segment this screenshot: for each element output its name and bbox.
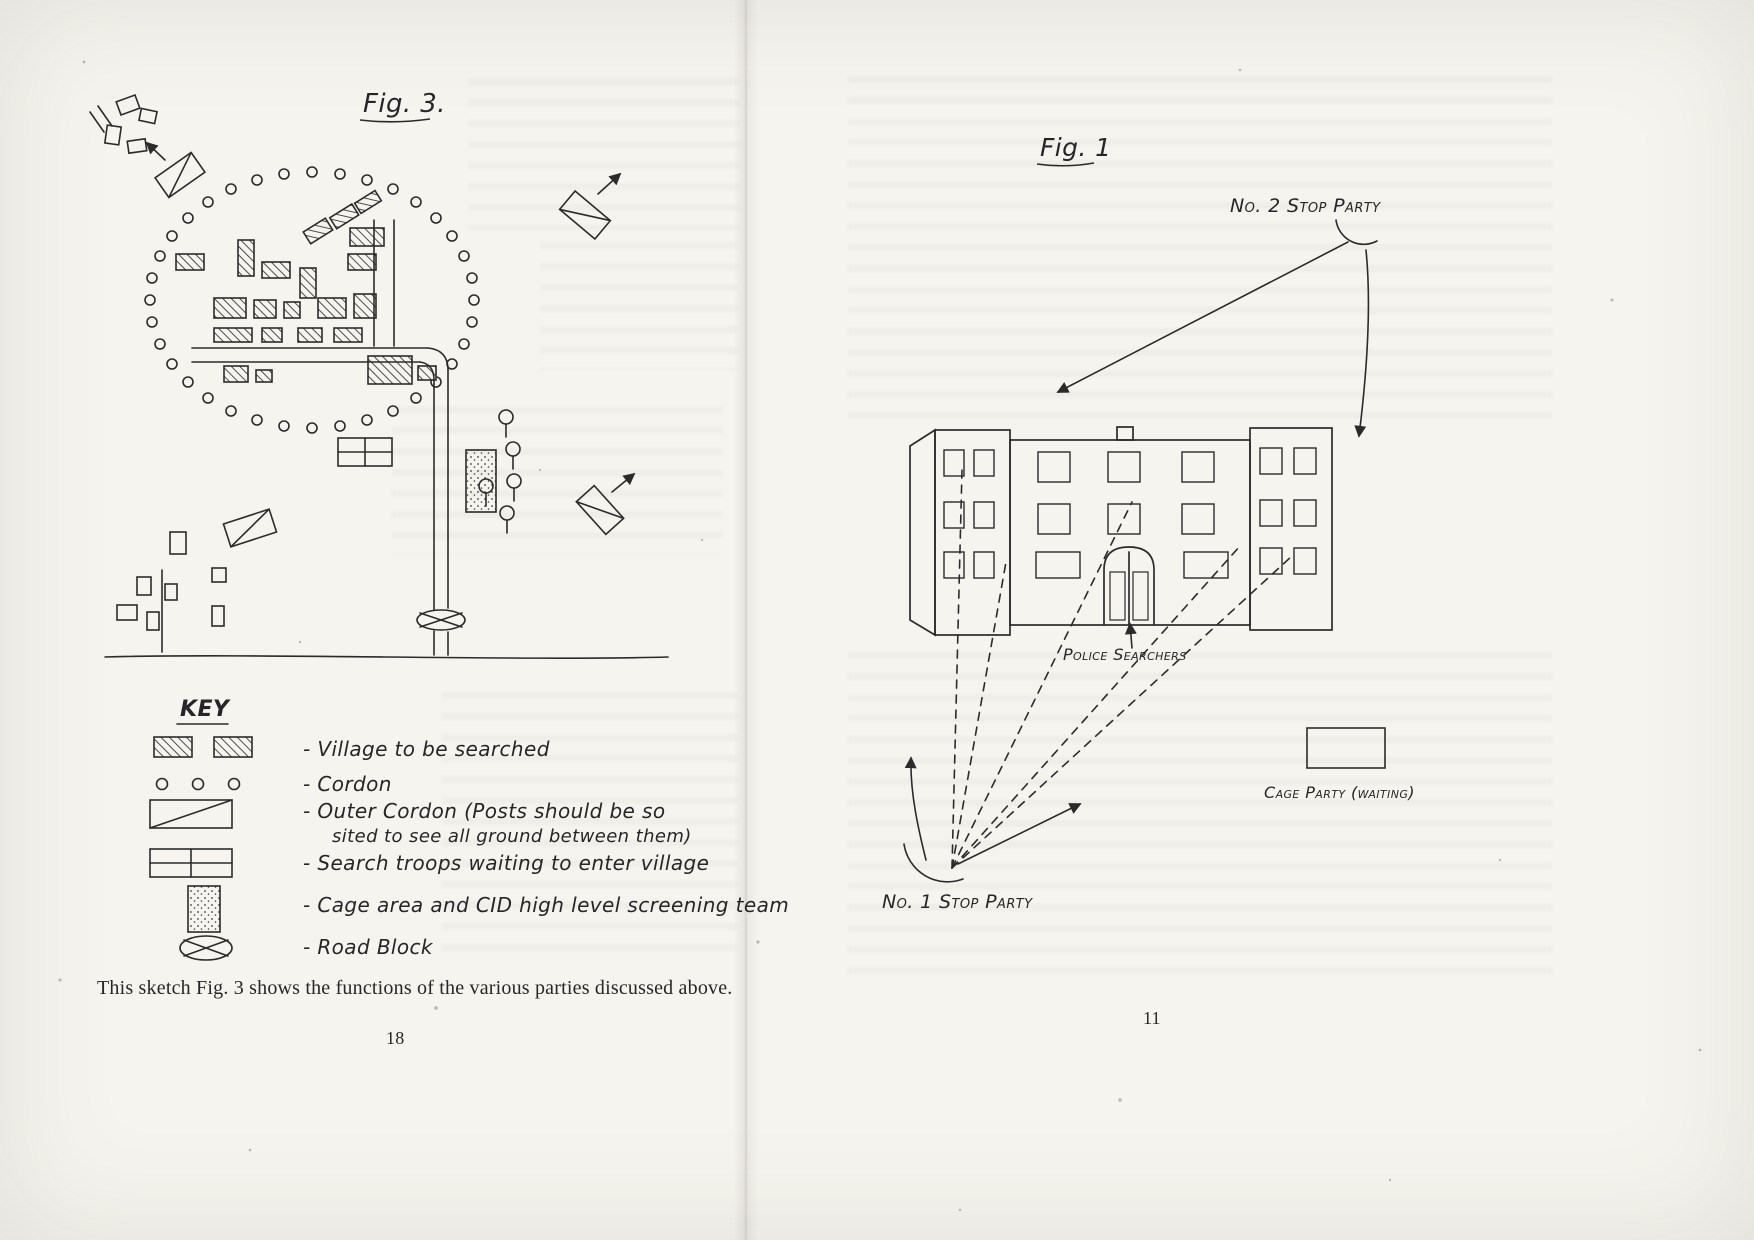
key-label-search-troops: - Search troops waiting to enter village: [303, 851, 709, 875]
key-label-cage-area: - Cage area and CID high level screening…: [303, 893, 789, 917]
cage-party-label: Cage Party (waiting): [1264, 783, 1415, 802]
post-arrow: [145, 141, 166, 161]
outer-cordon-post: [153, 151, 207, 199]
print-through-text: [540, 242, 738, 370]
fig3-caption: This sketch Fig. 3 shows the functions o…: [97, 977, 733, 999]
building-left-side: [909, 428, 936, 637]
trees: [478, 409, 522, 534]
print-through-text: [442, 692, 738, 964]
print-through-text: [468, 78, 740, 230]
key-symbol-outer-cordon: [149, 799, 233, 829]
right-wing-windows: [1259, 447, 1317, 575]
post-arrow: [597, 172, 622, 195]
fig1-sketch: [903, 219, 1386, 883]
key-label-outer-cordon: - Outer Cordon (Posts should be so: [303, 799, 665, 823]
building-entrance: [1103, 546, 1155, 626]
lines-of-sight: [951, 469, 1293, 869]
road-block-symbol: [416, 609, 466, 631]
key-symbol-cordon: [155, 777, 241, 791]
search-troops-symbol: [337, 437, 393, 467]
roads: [104, 219, 669, 659]
centre-windows: [1035, 451, 1229, 579]
no1-stop-party-label: No. 1 Stop Party: [882, 891, 1033, 913]
key-label-village: - Village to be searched: [303, 737, 550, 761]
fig1-page: Fig. 1 No. 2 Stop Party: [882, 133, 1415, 1028]
outer-cordon-post: [558, 189, 612, 241]
no1-stop-party-position: [903, 469, 1293, 883]
left-page-number: 18: [386, 1028, 404, 1048]
fig3-label-underline: [359, 118, 431, 123]
key-title: KEY: [180, 697, 231, 722]
key-symbol-village: [153, 736, 253, 758]
post-arrow: [611, 472, 636, 493]
fig1-label-underline: [1036, 162, 1095, 167]
key-symbol-cage-area: [187, 885, 221, 933]
key-label-road-block: - Road Block: [303, 935, 434, 959]
print-through-text: [848, 76, 1552, 428]
fig3-key: KEY - Village to be searched - Cordon - …: [149, 697, 789, 961]
fig3-label: Fig. 3.: [363, 89, 446, 119]
fig3-page: Fig. 3.: [89, 89, 789, 1048]
building-right-wing: [1249, 427, 1333, 631]
village-buildings: [175, 189, 437, 385]
outer-cordon-post: [575, 484, 625, 536]
key-label-outer-cordon-2: sited to see all ground between them): [332, 826, 692, 847]
print-through-text: [848, 652, 1552, 988]
outlying-buildings-topleft: [89, 93, 159, 155]
cage-party-box: [1306, 727, 1386, 769]
no2-stop-party-label: No. 2 Stop Party: [1230, 195, 1381, 217]
print-through-text: [392, 406, 722, 554]
fig1-label: Fig. 1: [1040, 133, 1111, 162]
building: [909, 426, 1333, 637]
building-chimney: [1116, 426, 1134, 441]
left-wing-windows: [943, 449, 995, 579]
key-label-cordon: - Cordon: [303, 772, 392, 796]
key-symbol-road-block: [179, 935, 233, 961]
key-symbol-search-troops: [149, 848, 233, 878]
police-searchers-label: Police Searchers: [1063, 645, 1187, 664]
outlying-buildings-bottomleft: [116, 531, 227, 653]
outer-cordon-post: [222, 508, 278, 548]
right-page-number: 11: [1143, 1008, 1161, 1028]
paper-specks: [58, 60, 1702, 1212]
building-left-wing: [934, 429, 1011, 636]
ground-line: [104, 655, 669, 659]
fig3-sketch-map: [89, 93, 669, 659]
cordon-ring: [144, 166, 480, 434]
page-gutter: [734, 0, 758, 1240]
no2-stop-party-position: [1056, 219, 1378, 438]
police-searchers-arrow: [1124, 622, 1137, 649]
